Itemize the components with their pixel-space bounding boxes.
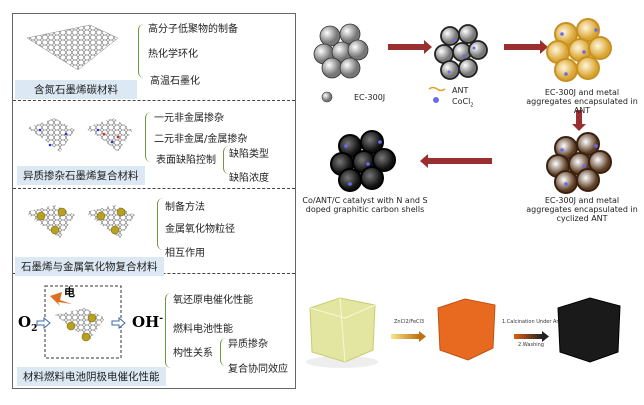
graphene-sheet — [26, 24, 119, 71]
item: 金属氧化物粒径 — [165, 224, 235, 235]
oxide-graphene-sheet — [85, 205, 135, 238]
subitem: 缺陷类型 — [229, 149, 269, 160]
item: 高温石墨化 — [150, 76, 200, 87]
item: 表面缺陷控制 — [156, 155, 216, 166]
legend-cocl-sub: 2 — [470, 102, 474, 109]
arrow-left — [428, 158, 492, 164]
ec-300j-cluster — [313, 23, 369, 79]
item: 构性关系 — [173, 348, 213, 359]
orange-cube — [437, 298, 496, 361]
arrow-right — [391, 334, 419, 339]
brace — [220, 338, 226, 366]
arrow-icon — [111, 316, 126, 330]
ec-legend-icon — [321, 91, 333, 103]
arrow-right — [504, 44, 540, 50]
synthesis-scheme — [313, 18, 612, 194]
item: 氧还原电催化性能 — [173, 295, 253, 306]
step5-label: Co/ANT/C catalyst with N and S doped gra… — [302, 196, 428, 214]
legend-cocl2: CoCl2 — [452, 97, 473, 109]
subitem: 复合协同效应 — [228, 364, 288, 375]
item: 热化学环化 — [148, 49, 198, 60]
doped-graphene-sheet — [85, 118, 133, 152]
item: 燃料电池性能 — [173, 324, 233, 335]
catalyst-cluster — [330, 130, 396, 192]
brace — [223, 146, 229, 174]
section-caption: 含氮石墨烯碳材料 — [15, 80, 137, 99]
legend-ec: EC-300J — [354, 93, 386, 102]
black-cube — [557, 297, 621, 363]
divider — [13, 188, 295, 189]
cobalt-dots — [344, 28, 598, 186]
arrow-down — [576, 110, 582, 124]
oxide-graphene-sheet — [25, 205, 75, 238]
brace — [165, 293, 171, 368]
electricity-label: 电 — [64, 286, 75, 299]
subitem: 异质掺杂 — [228, 339, 268, 350]
section-caption: 材料燃料电池阴极电催化性能 — [17, 367, 166, 386]
step4-label: EC-300J and metal aggregates encapsulate… — [526, 196, 638, 223]
cube-process — [306, 297, 621, 368]
legend-ant: ANT — [452, 86, 469, 95]
section-caption: 石墨烯与金属氧化物复合材料 — [15, 257, 164, 276]
arrow2-label-1: 1.Calcination Under Ar — [502, 319, 559, 325]
item: 高分子低聚物的制备 — [148, 24, 238, 35]
item: 一元非金属掺杂 — [154, 113, 224, 124]
reactant: O — [18, 313, 32, 331]
arrow2-label-2: 2.Washing — [518, 342, 544, 348]
cyclized-cluster — [546, 132, 612, 194]
brace — [145, 112, 151, 162]
step3-label: EC-300J and metal aggregates encapsulate… — [526, 88, 638, 115]
product-sup: - — [159, 314, 163, 324]
arrow-right — [388, 44, 424, 50]
item: 相互作用 — [165, 248, 205, 259]
reactant-sub: 2 — [31, 324, 38, 334]
item: 二元非金属/金属掺杂 — [154, 134, 248, 145]
doped-graphene-sheet — [27, 118, 75, 152]
arrow-right — [514, 334, 542, 339]
divider — [13, 100, 295, 101]
graphene-illustrations — [25, 24, 135, 359]
reactant-o2: O2 — [18, 313, 37, 334]
cocl2-legend-icon — [433, 97, 439, 103]
left-panel — [12, 13, 296, 389]
arrow-icon — [36, 316, 51, 330]
product-oh: OH- — [132, 313, 163, 331]
lightning-icon — [50, 292, 72, 306]
legend-cocl: CoCl — [452, 97, 471, 106]
brace — [157, 198, 163, 250]
section-caption: 异质掺杂石墨烯复合材料 — [17, 166, 145, 185]
catalyst-sheet — [55, 308, 105, 340]
arrow1-label: ZnCl2/FeCl3 — [394, 319, 425, 325]
ant-legend-icon — [428, 86, 446, 92]
subitem: 缺陷浓度 — [229, 173, 269, 184]
ant-encapsulated-cluster — [546, 18, 612, 82]
brace — [138, 24, 144, 78]
ant-coated-cluster — [434, 24, 488, 80]
product: OH — [132, 313, 160, 331]
item: 制备方法 — [165, 202, 205, 213]
